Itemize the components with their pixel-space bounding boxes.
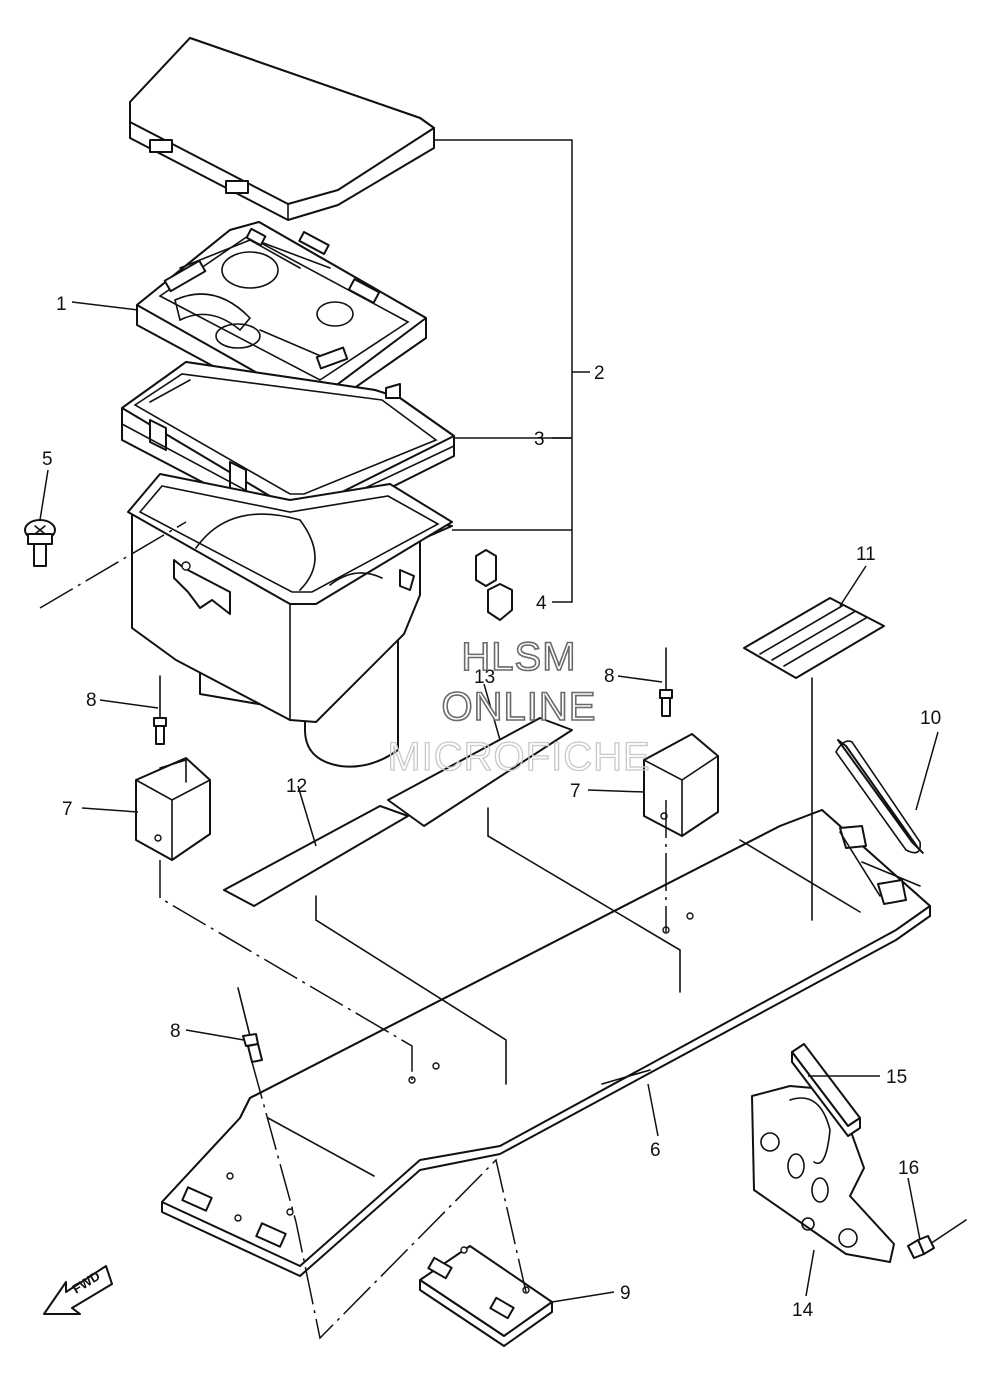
callout-1: 1 [56, 294, 67, 315]
callout-6: 6 [650, 1140, 661, 1161]
callout-7-right: 7 [570, 781, 581, 802]
callout-15: 15 [886, 1067, 907, 1088]
callout-3: 3 [534, 429, 545, 450]
foam-strip-13 [387, 717, 573, 827]
rubber-pad [743, 597, 885, 679]
callout-2: 2 [594, 363, 605, 384]
storage-box-body [127, 473, 453, 768]
bracket-part [751, 1085, 895, 1263]
callout-5: 5 [42, 449, 53, 470]
watermark-line-3: MICROFICHE [387, 735, 650, 779]
alignment-lines [39, 521, 667, 1340]
callout-8-top-left: 8 [86, 690, 97, 711]
foam-strip-12 [223, 805, 409, 907]
guide-lines [267, 677, 921, 1177]
group-bracket [434, 139, 590, 603]
callout-12: 12 [286, 776, 307, 797]
callout-11: 11 [856, 544, 876, 565]
callout-14: 14 [792, 1300, 814, 1321]
leader-lines [39, 301, 939, 1303]
watermark: HLSM ONLINE MICROFICHE [387, 634, 651, 779]
spacer-block [791, 1043, 861, 1137]
rivet-top-left [153, 675, 167, 745]
storage-box-lid [129, 37, 435, 221]
base-panel [161, 809, 931, 1277]
callout-labels: 1 2 3 4 5 6 7 7 8 8 8 9 10 11 12 13 14 1… [42, 294, 941, 1321]
callout-8-bottom: 8 [170, 1021, 181, 1042]
mounting-plate [419, 1245, 553, 1347]
rivet-bottom [237, 987, 263, 1063]
forward-arrow-icon: FWD [43, 1265, 113, 1315]
watermark-line-2: ONLINE [442, 685, 597, 729]
callout-10: 10 [920, 708, 941, 729]
watermark-line-1: HLSM [461, 635, 576, 679]
rivet-top-right [659, 647, 673, 717]
callout-8-top-right: 8 [604, 666, 615, 687]
screw-part [24, 519, 56, 567]
callout-13: 13 [474, 667, 495, 688]
holder-right [643, 733, 719, 837]
callout-7-left: 7 [62, 799, 73, 820]
callout-16: 16 [898, 1158, 919, 1179]
tool-tray [136, 221, 427, 413]
rivet-side [907, 1219, 967, 1259]
holder-left [135, 757, 211, 861]
callout-4: 4 [536, 593, 547, 614]
callout-9: 9 [620, 1283, 631, 1304]
wire-clamp [835, 739, 924, 854]
clip-part [475, 549, 513, 621]
